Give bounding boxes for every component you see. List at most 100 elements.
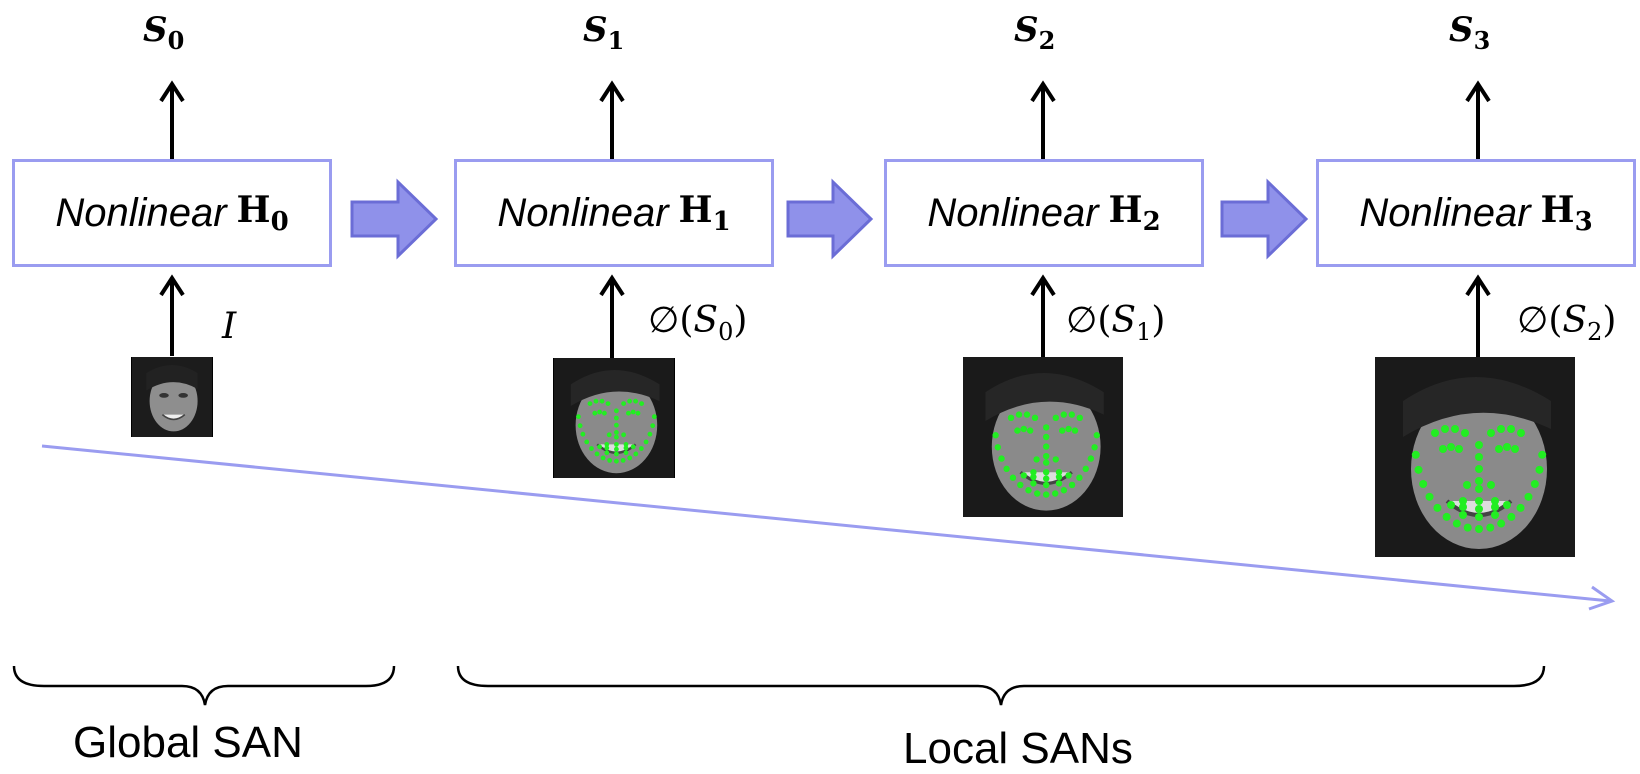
landmark-point	[647, 431, 653, 437]
long-diagonal-arrow-icon	[41, 444, 1616, 611]
landmark-point	[1475, 525, 1483, 533]
landmark-point	[1031, 414, 1039, 421]
landmark-point	[614, 458, 619, 464]
input-arrowhead-2	[1030, 274, 1056, 297]
landmark-point	[1538, 450, 1547, 459]
landmark-point	[1495, 445, 1503, 453]
landmark-point	[1023, 411, 1031, 418]
face-drawing	[963, 357, 1123, 517]
landmark-point	[1043, 475, 1050, 482]
landmark-point	[627, 398, 632, 404]
landmark-point	[1503, 501, 1511, 509]
landmark-point	[1486, 523, 1495, 532]
landmark-point	[577, 423, 583, 429]
face-drawing	[1375, 357, 1575, 557]
landmark-point	[623, 450, 629, 456]
landmark-point	[1459, 511, 1467, 519]
landmark-point	[998, 455, 1005, 462]
local-sans-label: Local SANs	[903, 724, 1133, 773]
block-right-arrow-icon	[1220, 178, 1309, 260]
input-arrowhead-1	[599, 274, 625, 297]
landmark-point	[1060, 411, 1067, 418]
landmark-point	[593, 398, 599, 404]
landmark-point	[630, 409, 636, 415]
block-right-arrow-icon	[786, 178, 874, 260]
output-label-1: S1	[583, 10, 625, 55]
landmark-point	[1030, 480, 1037, 487]
landmark-point	[1015, 411, 1023, 418]
landmark-point	[589, 446, 594, 451]
landmark-point	[621, 401, 626, 406]
landmark-point	[1043, 491, 1050, 498]
landmark-point	[1033, 490, 1041, 497]
face-drawing	[132, 357, 212, 437]
landmark-point	[592, 410, 598, 416]
landmark-point	[1491, 503, 1499, 511]
landmark-point	[587, 401, 593, 406]
box-label-prefix: Nonlinear	[497, 190, 669, 235]
landmark-point	[1459, 503, 1467, 511]
box-symbol: H1	[678, 188, 731, 238]
output-arrowhead-1	[599, 80, 625, 103]
landmark-point	[604, 442, 610, 447]
landmark-point	[1043, 459, 1050, 466]
landmark-point	[1497, 425, 1505, 433]
landmark-point	[1411, 450, 1420, 459]
landmark-point	[1091, 444, 1098, 451]
landmark-point	[1052, 490, 1059, 497]
input-label-3: ∅(S2)	[1517, 300, 1617, 347]
landmark-point	[1007, 414, 1015, 421]
landmark-point	[606, 432, 612, 438]
landmark-point	[1055, 473, 1063, 481]
local-brace	[456, 665, 1546, 706]
landmark-point	[1507, 512, 1516, 521]
landmark-point	[1497, 519, 1506, 528]
landmark-point	[1431, 429, 1439, 437]
output-arrowhead-0	[159, 80, 185, 103]
landmark-point	[1441, 425, 1449, 433]
landmark-point	[1052, 414, 1059, 421]
landmark-point	[639, 401, 644, 406]
input-label-1: ∅(S0)	[648, 300, 748, 347]
landmark-point	[1461, 429, 1469, 437]
landmark-point	[1442, 512, 1451, 521]
landmark-point	[614, 451, 619, 457]
landmark-point	[1030, 469, 1037, 476]
landmark-point	[1055, 469, 1063, 476]
input-label-2: ∅(S1)	[1066, 300, 1166, 347]
landmark-point	[614, 415, 619, 421]
landmark-point	[992, 432, 999, 439]
landmark-point	[1068, 411, 1075, 418]
landmark-point	[1052, 456, 1059, 463]
landmark-point	[1507, 425, 1515, 433]
landmark-point	[1030, 473, 1037, 481]
landmark-point	[580, 431, 586, 437]
input-arrowhead-3	[1465, 274, 1491, 297]
landmark-point	[1087, 455, 1095, 462]
landmark-point	[1014, 427, 1021, 434]
landmark-point	[1017, 481, 1024, 489]
landmark-point	[1060, 487, 1068, 494]
stage-box-1: Nonlinear H1	[454, 159, 774, 267]
landmark-point	[597, 444, 602, 450]
landmark-point	[1043, 469, 1050, 476]
landmark-point	[620, 457, 626, 463]
landmark-point	[605, 401, 611, 406]
landmark-point	[1524, 492, 1533, 501]
landmark-point	[614, 422, 619, 428]
landmark-point	[1455, 445, 1463, 453]
landmark-point	[1043, 424, 1050, 431]
output-arrowhead-2	[1030, 80, 1056, 103]
landmark-point	[1503, 443, 1511, 451]
landmark-point	[1020, 425, 1027, 433]
landmark-point	[1419, 479, 1428, 488]
landmark-point	[1535, 465, 1544, 474]
landmark-point	[1475, 485, 1483, 493]
face-image-landmarks-3	[1375, 357, 1575, 557]
landmark-point	[1475, 477, 1483, 485]
landmark-point	[1059, 427, 1066, 434]
face-image-landmarks-2	[963, 357, 1123, 517]
landmark-point	[1076, 474, 1083, 481]
landmark-point	[626, 410, 631, 416]
